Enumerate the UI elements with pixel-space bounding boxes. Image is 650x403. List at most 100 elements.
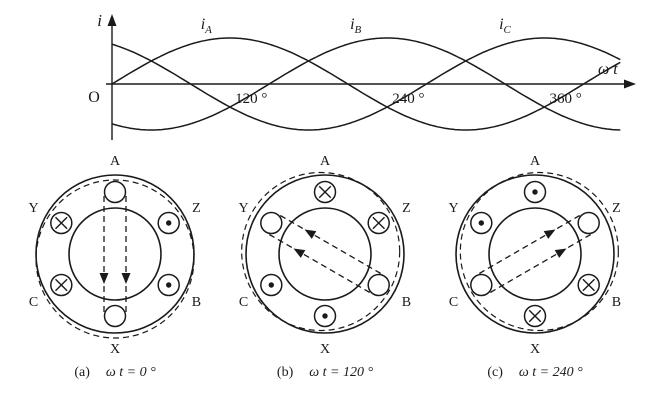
cross-stroke [582,278,595,292]
dot-mark [322,313,328,319]
waveform-i_B [111,37,621,131]
slot-Z-cross-icon [367,211,390,235]
slot-label-X: X [110,342,120,357]
dot-mark [166,282,172,288]
cross-stroke [55,216,68,230]
stator-c: A Z B X C Y (c) ω t = 240 ° [432,152,638,381]
slot-label-B: B [402,295,411,310]
slot-B-cross-icon [577,273,600,297]
dot-mark [166,220,172,226]
slot-label-Y: Y [29,201,39,216]
slot-label-Y: Y [449,201,459,216]
cross-stroke [55,278,68,292]
slot-label-Z: Z [402,201,411,216]
caption-index-c: (c) [487,365,503,380]
cross-stroke [528,309,542,323]
x-tick-label-240: 240 ° [392,91,424,107]
flux-arrow-icon [543,229,556,239]
cross-stroke [318,185,332,199]
slot-A-empty-icon [103,180,127,204]
slot-label-X: X [320,342,330,357]
slot-A-cross-icon [313,180,337,204]
slot-A-dot-icon [523,180,547,204]
three-phase-current-chart: iA iB iC 120 ° 240 ° 360 ° i ω t O [88,11,636,140]
stator-row: A Z B X C Y (a) ω t = 0 ° A Z B X C Y (b) ω t = 12… [0,152,650,381]
stator-outer-circle [245,174,405,334]
stator-caption-c: (c) ω t = 240 ° [487,365,582,381]
slot-X-cross-icon [523,304,547,328]
slot-circle [470,273,493,297]
slot-C-dot-icon [260,273,283,297]
dot-mark [532,189,538,195]
slot-B-empty-icon [367,273,390,297]
caption-index-b: (b) [276,365,294,380]
slot-label-Y: Y [239,201,249,216]
y-axis-label: i [97,11,102,30]
slot-label-Z: Z [612,201,621,216]
stator-a: A Z B X C Y (a) ω t = 0 ° [12,152,218,381]
cross-stroke [372,216,385,230]
waveform-i_C [111,37,621,131]
stator-outer-circle [35,174,195,334]
x-tick-label-360: 360 ° [549,91,581,107]
rotor-circle [278,207,372,301]
flux-arrow-icon [554,248,567,258]
flux-arrow-icon [121,273,131,284]
slot-Z-empty-icon [577,211,600,235]
slot-circle [577,211,600,235]
slot-label-Z: Z [192,201,201,216]
flux-line [268,233,371,294]
flux-line [489,233,592,294]
slot-label-C: C [29,295,38,310]
slot-circle [103,180,127,204]
flux-path-dashed-circle [241,171,401,332]
slot-circle [367,273,390,297]
waveform-i_A [111,37,621,131]
origin-label: O [88,89,100,106]
slot-Y-empty-icon [260,211,283,235]
slot-B-dot-icon [157,273,180,297]
slot-X-dot-icon [313,304,337,328]
slot-label-A: A [320,154,331,169]
slot-circle [260,211,283,235]
slot-C-empty-icon [470,273,493,297]
caption-time-b: ω t = 120 ° [309,365,374,380]
rotor-circle [68,207,162,301]
slot-Y-dot-icon [470,211,493,235]
slot-label-A: A [530,154,541,169]
stator-caption-a: (a) ω t = 0 ° [74,365,155,381]
slot-label-A: A [110,154,121,169]
caption-time-a: ω t = 0 ° [105,365,156,380]
flux-line [279,214,382,275]
x-axis-label: ω t [598,61,618,78]
slot-Y-cross-icon [50,211,73,235]
series-label-i_B: iB [350,16,361,36]
dot-mark [478,220,484,226]
slot-label-B: B [612,295,621,310]
slot-C-cross-icon [50,273,73,297]
dot-mark [268,282,274,288]
flux-path-dashed-circle [459,171,619,332]
slot-label-B: B [192,295,201,310]
series-label-i_C: iC [499,16,511,36]
x-tick-label-120: 120 ° [235,91,267,107]
stator-cross-section-a: A Z B X C Y [29,154,202,357]
slot-label-X: X [530,342,540,357]
flux-line [478,214,581,275]
flux-arrow-icon [293,248,306,258]
slot-label-C: C [449,295,458,310]
stator-caption-b: (b) ω t = 120 ° [277,365,373,381]
y-axis-arrow-icon [107,14,117,26]
stator-cross-section-c: A Z B X C Y [449,154,622,357]
flux-arrow-icon [99,273,109,284]
series-label-i_A: iA [201,16,212,36]
slot-X-empty-icon [103,304,127,328]
caption-index-a: (a) [74,365,90,380]
slot-circle [103,304,127,328]
stator-outer-circle [455,174,615,334]
caption-time-c: ω t = 240 ° [518,365,583,380]
slot-Z-dot-icon [157,211,180,235]
